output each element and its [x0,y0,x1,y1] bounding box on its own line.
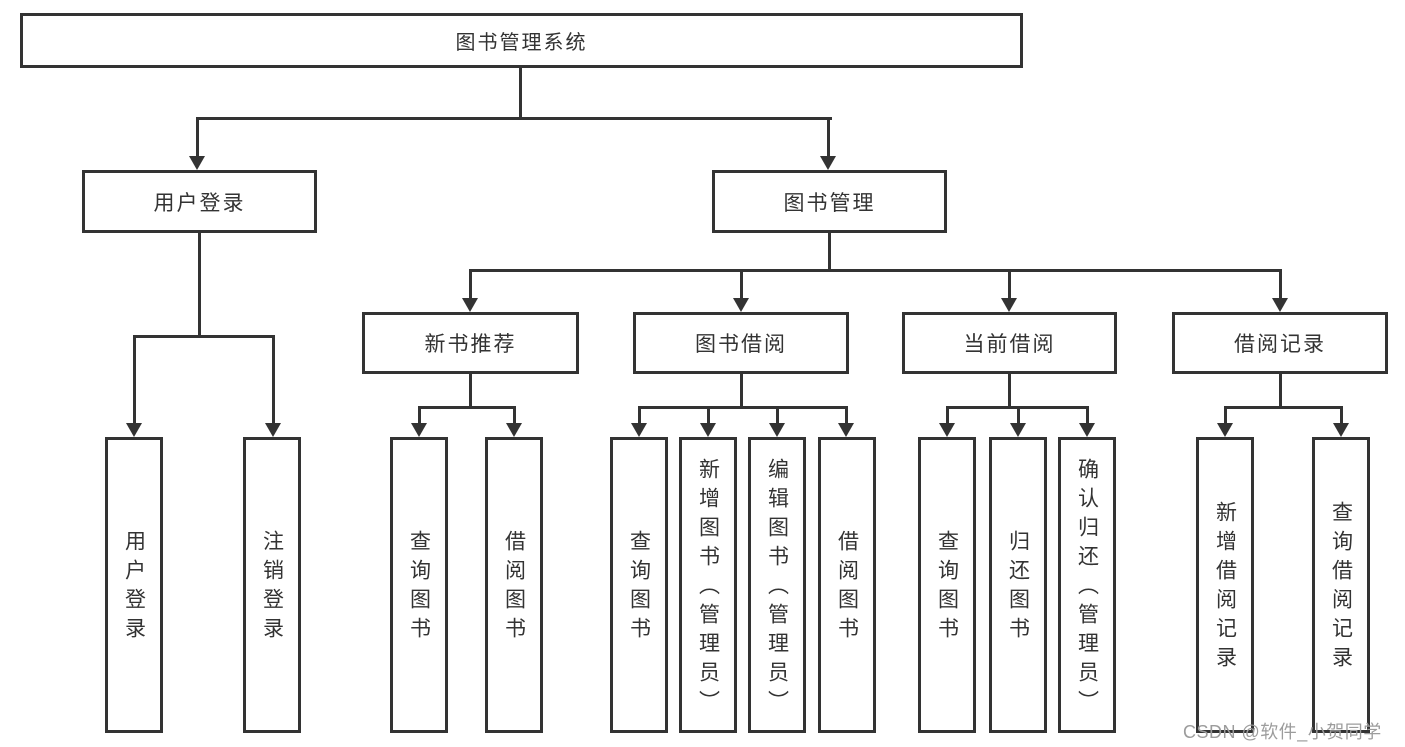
arrow-down-icon [1217,423,1233,437]
connector-line [513,406,516,424]
arrow-down-icon [265,423,281,437]
arrow-down-icon [1333,423,1349,437]
node-user-login: 用户登录 [82,170,317,233]
connector-line [1017,406,1020,424]
watermark-text: CSDN @软件_小贺同学 [1183,722,1382,742]
node-book-borrow: 图书借阅 [633,312,849,374]
leaf-query-books-recommend: 查询图书 [390,437,448,733]
leaf-borrow-books-recommend: 借阅图书 [485,437,543,733]
arrow-down-icon [700,423,716,437]
connector-line [133,335,136,424]
arrow-down-icon [462,298,478,312]
connector-line [418,406,516,409]
arrow-down-icon [820,156,836,170]
connector-line [638,406,848,409]
arrow-down-icon [1272,298,1288,312]
node-borrow-records: 借阅记录 [1172,312,1388,374]
connector-line [707,406,710,424]
connector-line [1086,406,1089,424]
connector-line [196,117,199,158]
leaf-query-books-borrow: 查询图书 [610,437,668,733]
connector-line [1008,269,1011,299]
connector-line [1224,406,1227,424]
leaf-user-login: 用户登录 [105,437,163,733]
leaf-add-borrow-record: 新增借阅记录 [1196,437,1254,733]
connector-line [418,406,421,424]
leaf-logout: 注销登录 [243,437,301,733]
connector-line [1279,374,1282,408]
connector-line [638,406,641,424]
arrow-down-icon [411,423,427,437]
node-current-borrow: 当前借阅 [902,312,1117,374]
connector-line [1340,406,1343,424]
connector-line [946,406,949,424]
connector-line [1008,374,1011,408]
arrow-down-icon [126,423,142,437]
connector-line [469,269,472,299]
leaf-query-books-current: 查询图书 [918,437,976,733]
node-root: 图书管理系统 [20,13,1023,68]
arrow-down-icon [1001,298,1017,312]
connector-line [272,335,275,424]
leaf-edit-book-admin: 编辑图书（管理员） [748,437,806,733]
leaf-add-book-admin: 新增图书（管理员） [679,437,737,733]
arrow-down-icon [733,298,749,312]
arrow-down-icon [506,423,522,437]
connector-line [1279,269,1282,299]
connector-line [519,68,522,120]
leaf-return-book: 归还图书 [989,437,1047,733]
arrow-down-icon [1010,423,1026,437]
connector-line [133,335,275,338]
arrow-down-icon [631,423,647,437]
arrow-down-icon [838,423,854,437]
connector-line [827,117,830,158]
leaf-borrow-books: 借阅图书 [818,437,876,733]
connector-line [740,269,743,299]
connector-line [1224,406,1343,409]
arrow-down-icon [769,423,785,437]
arrow-down-icon [939,423,955,437]
connector-line [198,233,201,336]
connector-line [469,374,472,408]
arrow-down-icon [189,156,205,170]
connector-line [776,406,779,424]
connector-line [740,374,743,408]
leaf-query-borrow-record: 查询借阅记录 [1312,437,1370,733]
connector-line [196,117,832,120]
node-new-book-recommend: 新书推荐 [362,312,579,374]
node-book-management: 图书管理 [712,170,947,233]
connector-line [469,269,1282,272]
leaf-confirm-return-admin: 确认归还（管理员） [1058,437,1116,733]
connector-line [845,406,848,424]
arrow-down-icon [1079,423,1095,437]
connector-line [828,233,831,271]
